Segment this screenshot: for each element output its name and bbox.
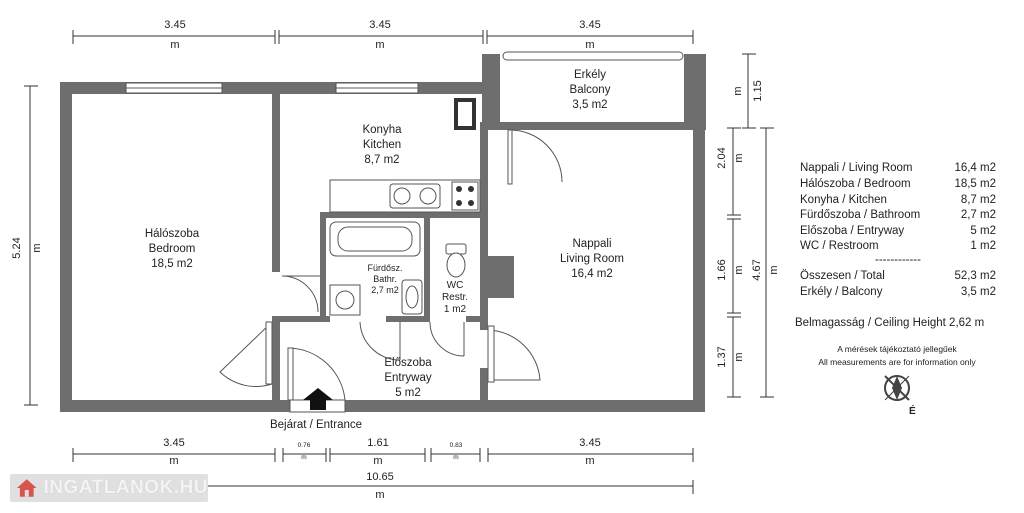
doors — [219, 129, 563, 401]
balcony-row-value: 3,5 m2 — [961, 286, 996, 298]
bedroom-label-hu: Hálószoba — [145, 228, 200, 240]
top-dim-1-value: 3.45 — [164, 19, 185, 31]
bathroom-fixtures — [329, 221, 423, 316]
table-separator: ------------ — [875, 254, 921, 266]
bathroom-label-hu: Fürdősz. — [367, 263, 402, 273]
table-row-value: 5 m2 — [970, 225, 996, 237]
kitchen-area: 8,7 m2 — [364, 154, 399, 166]
logo-text: INGATLANOK.HU — [43, 477, 208, 498]
top-dim-1-unit: m — [170, 39, 179, 51]
right-dim-4-value: 1.37 — [716, 346, 728, 367]
right-dim-4-unit: m — [733, 352, 745, 361]
table-row-value: 18,5 m2 — [954, 178, 996, 190]
top-dim-3-value: 3.45 — [579, 19, 600, 31]
balcony-label-hu: Erkély — [574, 69, 606, 81]
right-total-value: 4.67 — [751, 259, 763, 280]
right-dim-1-unit: m — [732, 86, 744, 95]
table-row-label: Előszoba / Entryway — [800, 225, 904, 237]
wc-fixtures — [445, 243, 467, 278]
table-row-label: Hálószoba / Bedroom — [800, 178, 911, 190]
total-width-value: 10.65 — [366, 471, 394, 483]
bottom-dim-5-unit: m — [585, 455, 594, 467]
living-area: 16,4 m2 — [571, 268, 613, 280]
right-dim-3-value: 1.66 — [716, 259, 728, 280]
table-row-label: Nappali / Living Room — [800, 162, 913, 174]
disclaimer-hu: A mérések tájékoztató jellegűek — [837, 344, 957, 354]
table-row-value: 16,4 m2 — [954, 162, 996, 174]
entry-label-en: Entryway — [384, 372, 432, 384]
total-row-label: Összesen / Total — [800, 270, 885, 282]
room-labels: Hálószoba Bedroom 18,5 m2 Konyha Kitchen… — [145, 69, 624, 399]
top-dim-2-unit: m — [375, 39, 384, 51]
entry-area: 5 m2 — [395, 387, 421, 399]
right-dim-3-unit: m — [733, 265, 745, 274]
right-dim-1-value: 1.15 — [752, 80, 764, 101]
right-dim-2-value: 2.04 — [716, 147, 728, 168]
entrance: Bejárat / Entrance — [270, 388, 362, 431]
living-label-hu: Nappali — [573, 238, 612, 250]
right-total-unit: m — [768, 265, 780, 274]
left-dim-value: 5.24 — [11, 237, 23, 258]
bottom-dim-4-unit: m — [453, 454, 458, 461]
top-dim-3-unit: m — [585, 39, 594, 51]
kitchen-label-hu: Konyha — [362, 124, 402, 136]
ingatlanok-logo: INGATLANOK.HU — [10, 474, 208, 502]
bottom-dim-1-unit: m — [169, 455, 178, 467]
bottom-dim-1-value: 3.45 — [163, 437, 184, 449]
table-row-label: Fürdőszoba / Bathroom — [800, 209, 920, 221]
ceiling-height: Belmagasság / Ceiling Height 2,62 m — [795, 317, 984, 329]
bottom-dim-5-value: 3.45 — [579, 437, 600, 449]
windows — [125, 51, 684, 94]
table-row-label: WC / Restroom — [800, 240, 879, 252]
house-icon — [16, 479, 37, 497]
kitchen-label-en: Kitchen — [363, 139, 401, 151]
entry-label-hu: Előszoba — [384, 357, 432, 369]
table-row-value: 2,7 m2 — [961, 209, 996, 221]
wc-area: 1 m2 — [444, 304, 467, 315]
bottom-dim-2-unit: m — [301, 454, 306, 461]
bottom-dim-4-value: 0.83 — [450, 442, 463, 449]
disclaimer-en: All measurements are for information onl… — [818, 357, 976, 367]
top-dim-2-value: 3.45 — [369, 19, 390, 31]
compass-icon: É — [884, 375, 916, 417]
compass-north-label: É — [909, 404, 916, 417]
balcony-row-label: Erkély / Balcony — [800, 286, 883, 298]
table-row-value: 8,7 m2 — [961, 194, 996, 206]
bathroom-area: 2,7 m2 — [371, 285, 399, 295]
total-width-unit: m — [375, 489, 384, 501]
bedroom-area: 18,5 m2 — [151, 258, 193, 270]
balcony-area: 3,5 m2 — [572, 99, 607, 111]
left-dimension: 5.24 m — [11, 85, 43, 406]
bottom-dim-3-unit: m — [373, 455, 382, 467]
entrance-label: Bejárat / Entrance — [270, 419, 362, 431]
kitchen-fixtures — [329, 98, 481, 213]
top-dimensions: 3.45 m 3.45 m 3.45 m — [72, 19, 694, 51]
bottom-dim-2-value: 0.76 — [298, 442, 311, 449]
bedroom-label-en: Bedroom — [149, 243, 196, 255]
right-dimensions: 1.15 m 2.04 m 1.66 m 1.37 m 4.67 m — [716, 53, 780, 398]
right-dim-2-unit: m — [733, 153, 745, 162]
balcony-label-en: Balcony — [570, 84, 611, 96]
table-row-label: Konyha / Kitchen — [800, 194, 887, 206]
wc-label-hu: WC — [447, 280, 464, 291]
bathroom-label-en: Bathr. — [373, 274, 397, 284]
area-table: Nappali / Living Room 16,4 m2 Hálószoba … — [795, 162, 996, 367]
living-label-en: Living Room — [560, 253, 624, 265]
bottom-dim-3-value: 1.61 — [367, 437, 388, 449]
entrance-arrow-icon — [303, 388, 333, 410]
total-row-value: 52,3 m2 — [954, 270, 996, 282]
table-row-value: 1 m2 — [970, 240, 996, 252]
wc-label-en: Restr. — [442, 292, 468, 303]
left-dim-unit: m — [31, 243, 43, 252]
